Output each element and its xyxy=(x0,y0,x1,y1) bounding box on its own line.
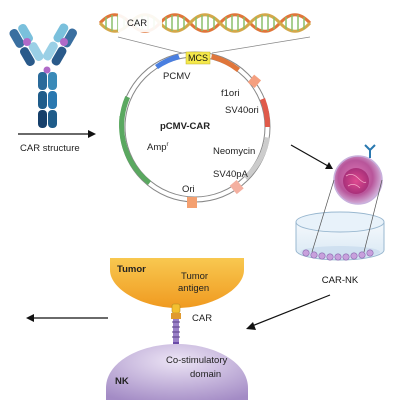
arrow-to-synapse xyxy=(246,294,331,330)
zoom-line-left xyxy=(117,36,183,54)
tumor-label: Tumor xyxy=(117,264,146,275)
car-molecule xyxy=(171,303,181,349)
tumor-antigen-label-line1: Tumor xyxy=(181,271,208,282)
f1ori-segment xyxy=(247,74,262,89)
ori-label: Ori xyxy=(182,184,195,195)
pcmv-label: PCMV xyxy=(163,71,191,82)
mcs-label: MCS xyxy=(188,53,208,63)
pcmv-segment xyxy=(155,54,180,69)
dna-helix: CAR xyxy=(98,9,312,37)
culture-dish xyxy=(295,179,385,261)
car-structure-icon xyxy=(9,23,77,128)
sv40ori-segment xyxy=(260,98,271,127)
arrow-output-left xyxy=(26,314,108,322)
tumor-antigen-label-line2: antigen xyxy=(178,283,209,294)
tumor-cell xyxy=(110,258,244,308)
sv40pa-segment xyxy=(229,179,244,195)
arrow-to-plasmid xyxy=(18,130,96,138)
plasmid-name: pCMV-CAR xyxy=(160,121,210,132)
nk-cell xyxy=(106,344,248,400)
zoom-line-right xyxy=(211,36,311,54)
neomycin-segment xyxy=(244,137,270,180)
sv40pa-label: SV40pA xyxy=(213,169,249,180)
car-nk-label: CAR-NK xyxy=(322,275,359,286)
sv40ori-label: SV40ori xyxy=(225,105,259,116)
car-nk-cell xyxy=(333,144,383,205)
costim-label-line2: domain xyxy=(190,369,221,380)
neomycin-label: Neomycin xyxy=(213,146,255,157)
nk-label: NK xyxy=(115,376,129,387)
orange-segment xyxy=(211,54,240,72)
mcs-box xyxy=(185,51,211,65)
f1ori-label: f1ori xyxy=(221,88,239,99)
car-receptor-icon xyxy=(364,144,376,158)
car-structure-label: CAR structure xyxy=(20,143,80,154)
dna-car-label: CAR xyxy=(127,18,147,29)
car-synapse-label: CAR xyxy=(192,313,212,324)
costim-label-line1: Co-stimulatory xyxy=(166,355,227,366)
arrow-to-nk-cell xyxy=(290,144,333,169)
amp-segment xyxy=(119,96,151,185)
ori-segment xyxy=(187,197,197,208)
plasmid-map: MCS pCMV-CAR PCMV f1ori SV40ori Ampr Neo… xyxy=(119,51,271,208)
amp-label: Ampr xyxy=(147,142,169,153)
